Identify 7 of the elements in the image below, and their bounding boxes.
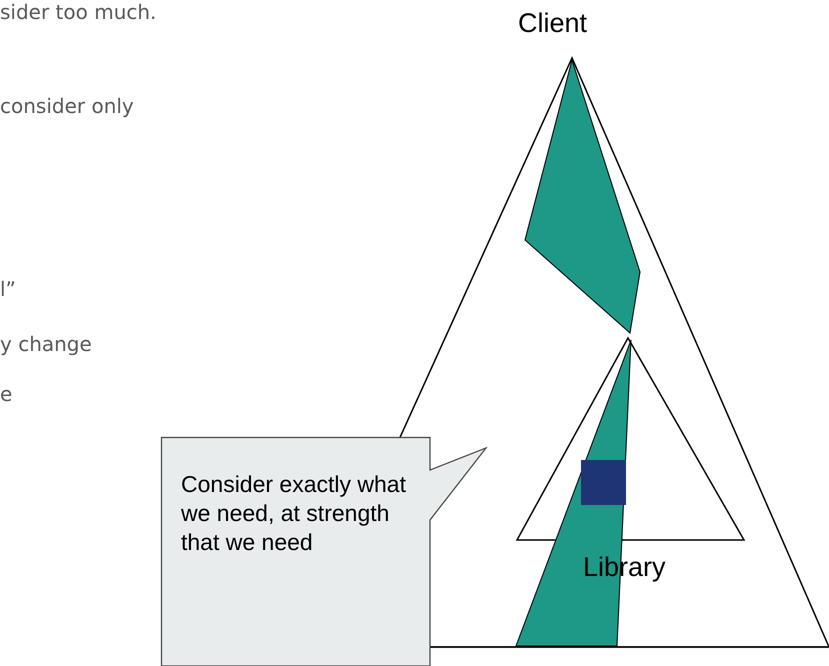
slide-text: y change xyxy=(0,332,92,356)
slide-text: consider only xyxy=(0,94,134,118)
callout-text: Consider exactly what we need, at strength that we need xyxy=(181,470,407,556)
slide-text: e xyxy=(0,382,12,406)
slide-text: sider too much. xyxy=(0,0,156,24)
slide-text: l” xyxy=(0,277,16,301)
triangle-heading: Client xyxy=(518,7,588,40)
